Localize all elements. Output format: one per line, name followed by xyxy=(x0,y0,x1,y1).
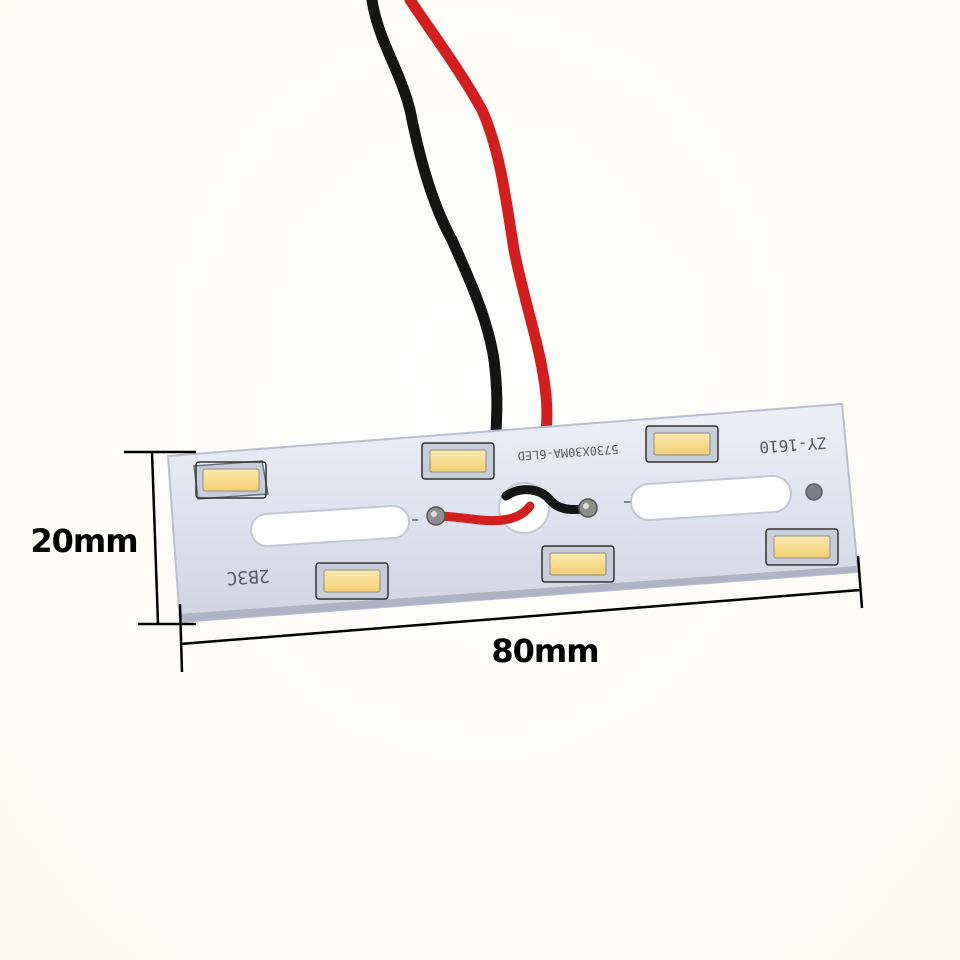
solder-pad-left xyxy=(426,506,446,526)
width-dimension-line xyxy=(178,555,864,673)
smd-led-6 xyxy=(765,528,839,566)
small-hole xyxy=(805,483,823,501)
smd-led-1 xyxy=(193,460,269,500)
black-wire xyxy=(366,0,503,438)
silkscreen-part-number: ZY-1610 xyxy=(759,433,828,457)
red-wire xyxy=(404,0,553,440)
solder-pad-right xyxy=(578,498,598,518)
wire-pass-hole xyxy=(433,482,593,534)
smd-led-5 xyxy=(541,545,615,583)
height-dimension-line xyxy=(124,450,196,626)
smd-led-3 xyxy=(645,425,719,463)
smd-led-4 xyxy=(315,562,389,600)
mounting-slot-left xyxy=(250,504,410,548)
smd-led-2 xyxy=(421,442,495,480)
silkscreen-code: 2B3C xyxy=(226,565,271,589)
height-dimension-label: 20mm xyxy=(30,522,138,560)
mounting-slot-right xyxy=(629,474,793,522)
width-dimension-label: 80mm xyxy=(491,632,599,670)
